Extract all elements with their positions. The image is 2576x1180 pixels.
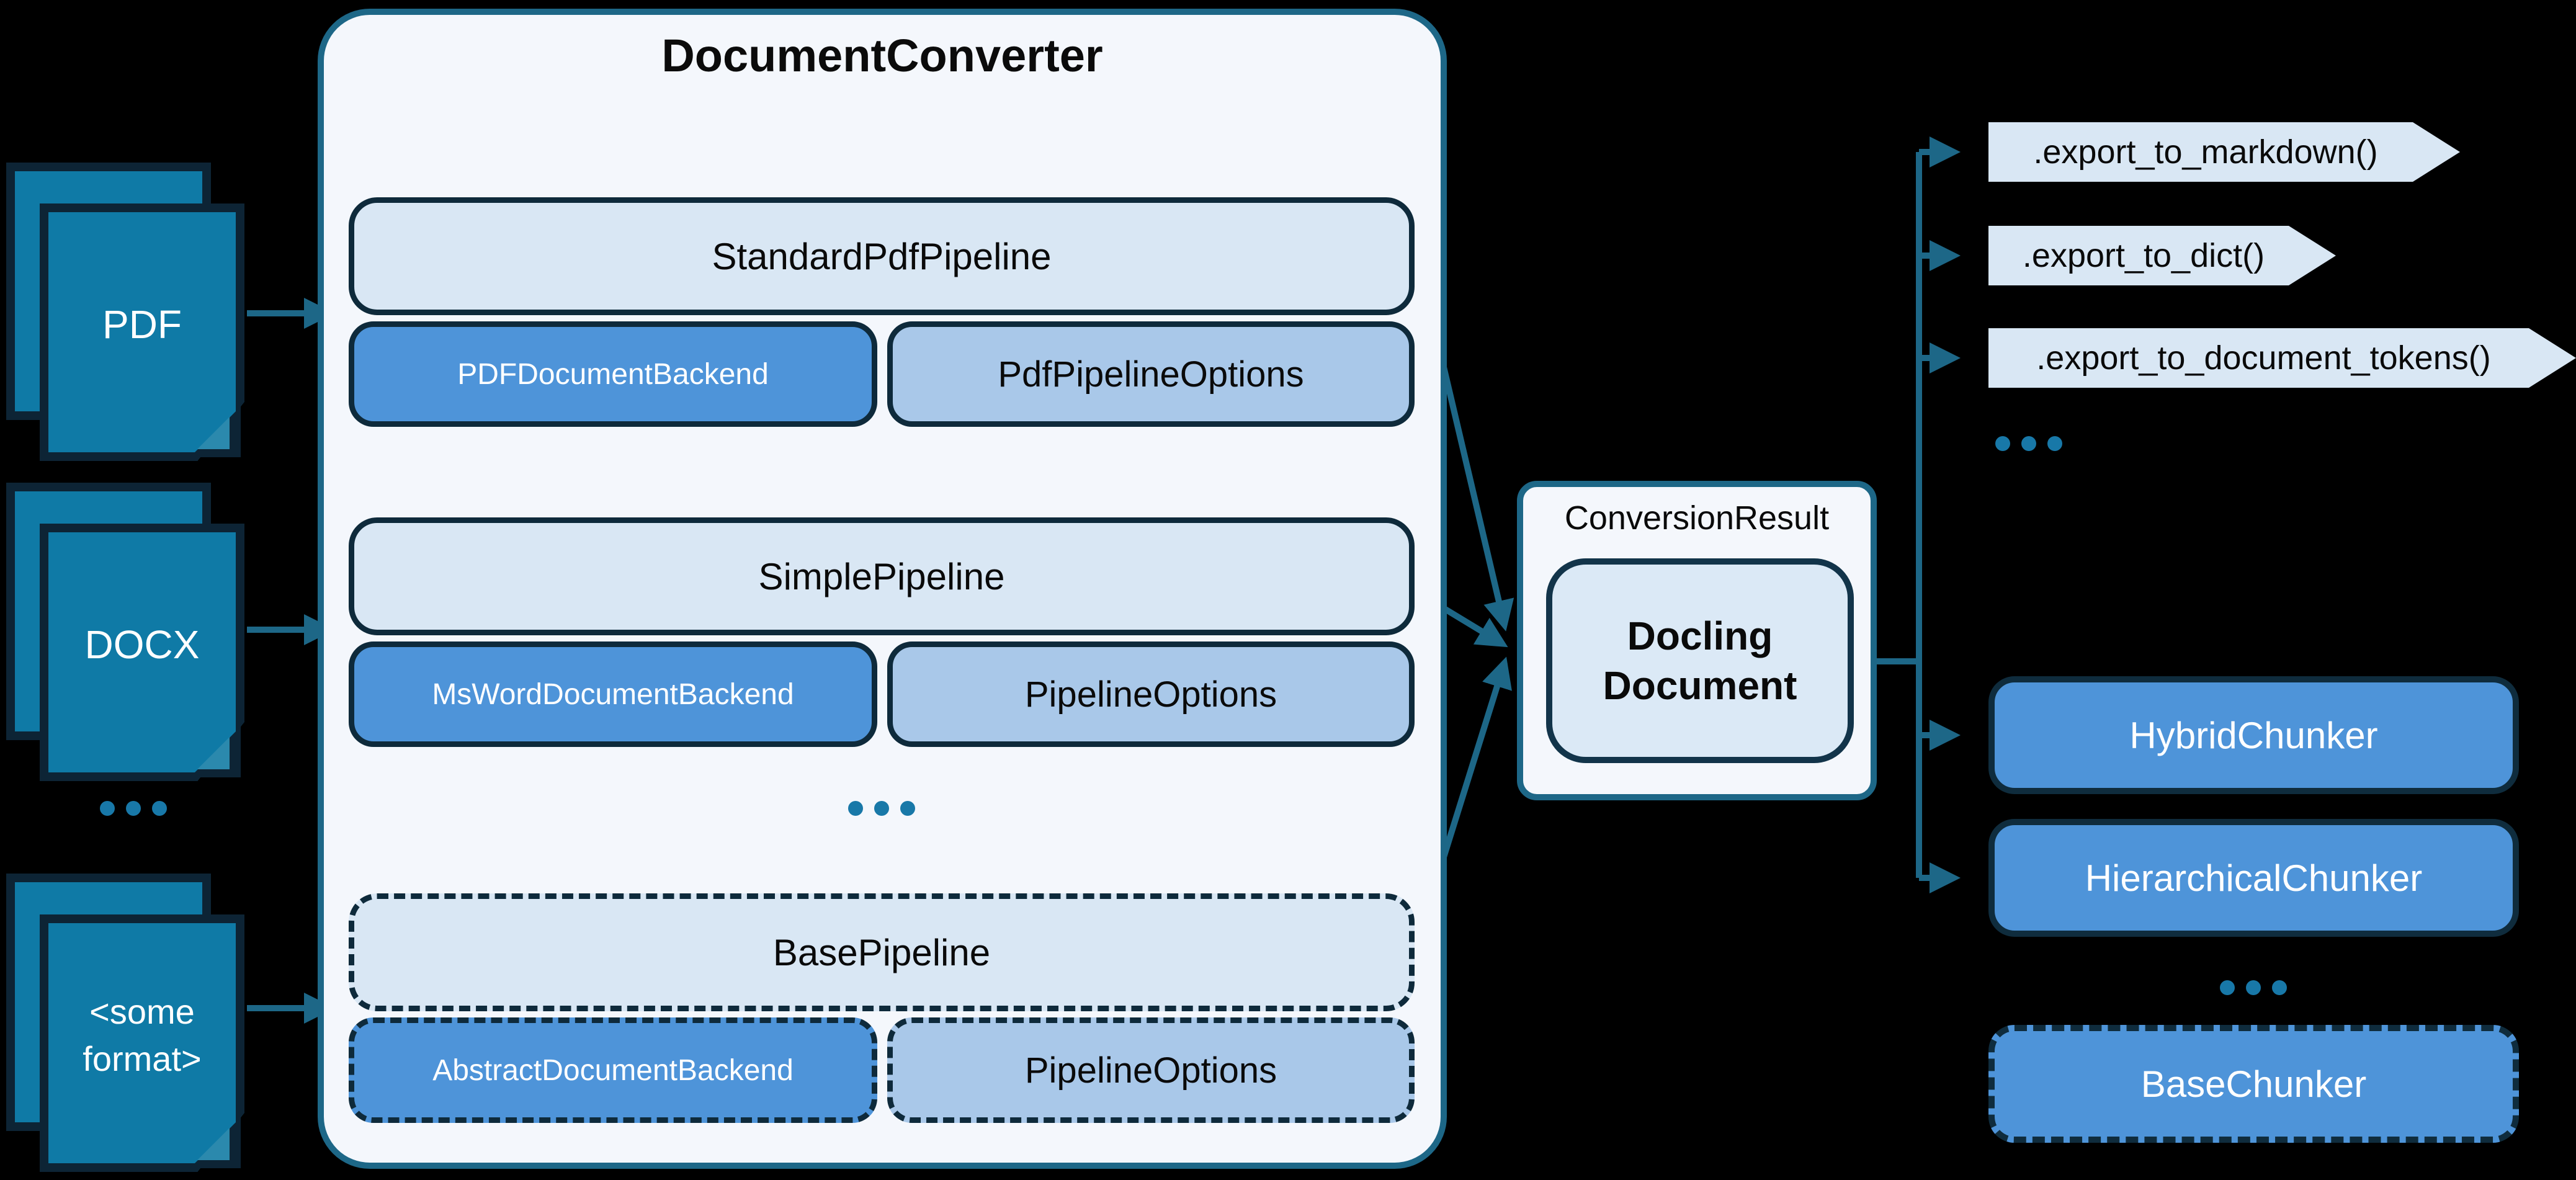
page-fold-inner-icon (197, 1128, 230, 1160)
export-to-document-tokens-tag: .export_to_document_tokens() (1988, 328, 2576, 388)
docling-document-box: Docling Document (1546, 558, 1854, 763)
export-to-markdown-tag: .export_to_markdown() (1988, 122, 2460, 182)
pdf-pipeline-options-box: PdfPipelineOptions (887, 321, 1415, 427)
ellipsis-icon (2220, 980, 2287, 995)
pipeline-options-box: PipelineOptions (887, 641, 1415, 747)
someformat-label: <some format> (83, 992, 202, 1078)
pdf-label: PDF (102, 302, 182, 347)
hybrid-chunker-box: HybridChunker (1988, 676, 2519, 794)
hierarchical-chunker-box: HierarchicalChunker (1988, 819, 2519, 937)
base-chunker-box: BaseChunker (1988, 1025, 2519, 1143)
msword-document-backend-box: MsWordDocumentBackend (349, 641, 877, 747)
simple-pipeline-box: SimplePipeline (349, 517, 1415, 635)
conversion-result-label: ConversionResult (1564, 499, 1830, 537)
document-converter-title: DocumentConverter (661, 29, 1103, 81)
pipeline-options-abstract-box: PipelineOptions (887, 1017, 1415, 1123)
abstract-document-backend-box: AbstractDocumentBackend (349, 1017, 877, 1123)
ellipsis-icon (848, 801, 915, 816)
ellipsis-icon (1995, 436, 2062, 451)
pdf-document-backend-box: PDFDocumentBackend (349, 321, 877, 427)
page-fold-inner-icon (197, 737, 230, 769)
base-pipeline-box: BasePipeline (349, 893, 1415, 1011)
standard-pdf-pipeline-box: StandardPdfPipeline (349, 197, 1415, 315)
export-to-dict-tag: .export_to_dict() (1988, 226, 2336, 285)
ellipsis-icon (100, 801, 167, 816)
docx-document-icon (40, 524, 244, 781)
page-fold-inner-icon (197, 417, 230, 449)
docx-label: DOCX (84, 622, 200, 667)
